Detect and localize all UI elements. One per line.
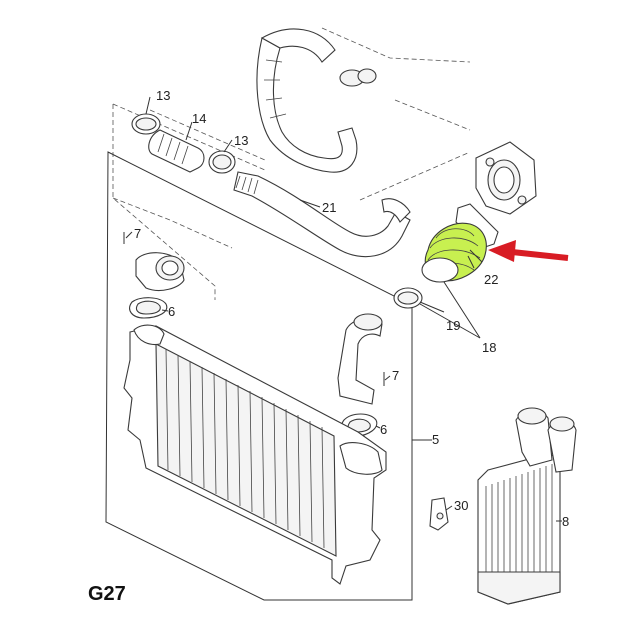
elbow-right <box>337 313 385 405</box>
intake-hose-18 <box>421 203 499 283</box>
callout-6-left: 6 <box>168 304 175 319</box>
group-outlines <box>112 27 471 300</box>
callout-13-right: 13 <box>234 133 248 148</box>
intercooler-8 <box>477 407 577 605</box>
clamp-19 <box>393 287 423 309</box>
callout-7-left: 7 <box>134 226 141 241</box>
hose-14 <box>148 129 205 173</box>
callout-18: 18 <box>482 340 496 355</box>
red-arrow-indicator <box>488 240 569 262</box>
callout-5: 5 <box>432 432 439 447</box>
intercooler-fins <box>485 464 553 598</box>
callout-22: 22 <box>484 272 498 287</box>
throttle-body <box>475 141 537 215</box>
radiator-group-frame <box>105 151 413 601</box>
callout-30: 30 <box>454 498 468 513</box>
callout-19: 19 <box>446 318 460 333</box>
gasket-6-left <box>129 297 168 319</box>
screw-22 <box>469 249 483 263</box>
radiator-fins <box>165 348 325 549</box>
intercooler-radiator <box>123 324 387 585</box>
callout-13-left: 13 <box>156 88 170 103</box>
callout-6-right: 6 <box>380 422 387 437</box>
callout-labels: 13 14 13 7 6 21 22 19 18 7 6 5 30 8 <box>134 88 569 529</box>
leader-lines <box>125 96 562 522</box>
callout-14: 14 <box>192 111 206 126</box>
callout-8: 8 <box>562 514 569 529</box>
clamp-13-left <box>131 113 161 135</box>
clamp-18 <box>421 257 459 283</box>
page-code: G27 <box>88 583 126 605</box>
elbow-left <box>123 232 185 291</box>
clamp-13-right <box>208 150 236 174</box>
callout-21: 21 <box>322 200 336 215</box>
hose-21 <box>233 28 411 258</box>
bracket-30 <box>429 497 449 531</box>
callout-7-right: 7 <box>392 368 399 383</box>
clamp-upper-2 <box>357 68 377 84</box>
